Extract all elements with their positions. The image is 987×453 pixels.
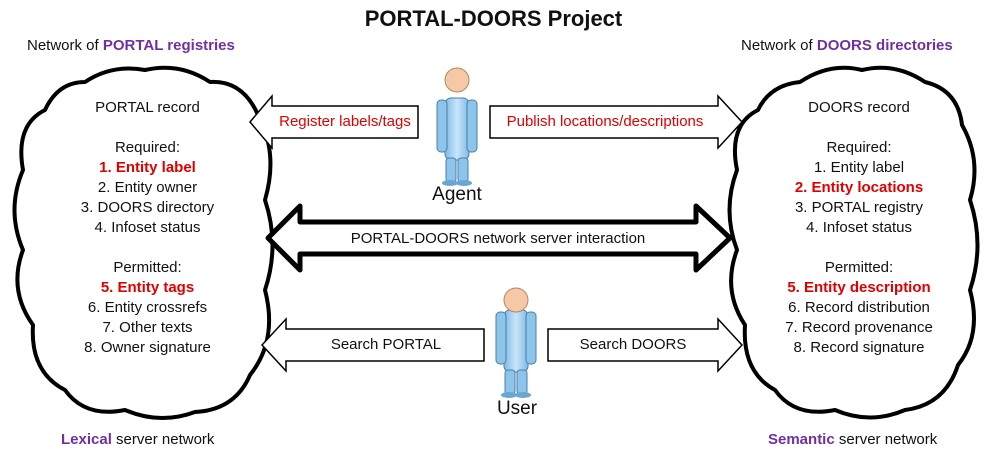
- doors-required-item: 3. PORTAL registry: [748, 198, 970, 218]
- register-arrow: [249, 93, 419, 151]
- item-text: Record signature: [810, 339, 925, 356]
- item-number: 8.: [793, 339, 811, 356]
- portal-permitted-item: 5. Entity tags: [40, 278, 255, 298]
- item-number: 6.: [788, 299, 805, 316]
- doors-required-heading: Required:: [826, 139, 892, 156]
- portal-required-item: 4. Infoset status: [40, 218, 255, 238]
- doors-permitted-heading: Permitted:: [824, 259, 894, 276]
- item-number: 5.: [100, 279, 118, 296]
- search-doors-arrow-label: Search DOORS: [579, 336, 687, 353]
- search-portal-arrow: [260, 317, 485, 373]
- item-number: 4.: [806, 219, 823, 236]
- item-text: Other texts: [119, 319, 193, 336]
- item-text: Infoset status: [111, 219, 201, 236]
- doors-required-item: 1. Entity label: [748, 158, 970, 178]
- item-text: Entity label: [830, 159, 905, 176]
- right-footer-caption: Semantic server network: [768, 431, 938, 448]
- left-network-name: PORTAL registries: [102, 37, 235, 54]
- item-number: 1.: [99, 159, 116, 176]
- interaction-arrow-label: PORTAL-DOORS network server interaction: [350, 230, 646, 247]
- right-network-caption: Network of DOORS directories: [741, 37, 953, 54]
- user-figure-icon: [495, 287, 537, 398]
- doors-permitted-item: 5. Entity description: [748, 278, 970, 298]
- right-network-name: DOORS directories: [816, 37, 953, 54]
- portal-required-item: 1. Entity label: [40, 158, 255, 178]
- register-arrow-label: Register labels/tags: [279, 113, 411, 130]
- item-number: 7.: [785, 319, 802, 336]
- item-number: 2.: [97, 179, 115, 196]
- item-number: 7.: [102, 319, 120, 336]
- item-text: Entity description: [804, 279, 931, 296]
- doors-required-item: 2. Entity locations: [748, 178, 970, 198]
- portal-permitted-item: 6. Entity crossrefs: [40, 298, 255, 318]
- item-text: Entity crossrefs: [104, 299, 208, 316]
- search-portal-arrow-label: Search PORTAL: [330, 336, 442, 353]
- right-cloud-shape: [727, 65, 980, 420]
- portal-permitted-item: 7. Other texts: [40, 318, 255, 338]
- search-doors-arrow: [547, 317, 744, 373]
- item-number: 3.: [794, 199, 812, 216]
- page-title: PORTAL-DOORS Project: [364, 6, 623, 31]
- publish-arrow: [489, 94, 744, 150]
- publish-arrow-label: Publish locations/descriptions: [506, 113, 704, 130]
- item-number: 5.: [787, 279, 804, 296]
- doors-permitted-item: 7. Record provenance: [748, 318, 970, 338]
- left-cloud-shape: [12, 65, 275, 421]
- portal-required-item: 2. Entity owner: [40, 178, 255, 198]
- portal-required-item: 3. DOORS directory: [40, 198, 255, 218]
- item-text: Entity owner: [114, 179, 198, 196]
- agent-label: Agent: [432, 184, 482, 205]
- doors-permitted-item: 6. Record distribution: [748, 298, 970, 318]
- item-number: 6.: [87, 299, 105, 316]
- item-number: 4.: [94, 219, 112, 236]
- doors-record-title: DOORS record: [808, 99, 910, 116]
- user-label: User: [496, 398, 538, 419]
- portal-permitted-item: 8. Owner signature: [40, 338, 255, 358]
- item-text: Record distribution: [804, 299, 930, 316]
- item-number: 2.: [794, 179, 812, 196]
- agent-figure-icon: [436, 67, 478, 186]
- item-text: Entity locations: [811, 179, 924, 196]
- left-network-caption: Network of PORTAL registries: [27, 37, 235, 54]
- item-text: Infoset status: [822, 219, 912, 236]
- portal-permitted-heading: Permitted:: [113, 259, 182, 276]
- interaction-arrow: [265, 203, 733, 273]
- left-footer-caption: Lexical server network: [61, 431, 215, 448]
- item-text: Entity label: [115, 159, 196, 176]
- item-text: Entity tags: [117, 279, 195, 296]
- doors-required-item: 4. Infoset status: [748, 218, 970, 238]
- item-text: PORTAL registry: [811, 199, 924, 216]
- item-text: Record provenance: [801, 319, 933, 336]
- portal-required-heading: Required:: [114, 139, 181, 156]
- item-number: 3.: [80, 199, 98, 216]
- portal-record-title: PORTAL record: [95, 99, 200, 116]
- item-text: Owner signature: [100, 339, 211, 356]
- doors-permitted-item: 8. Record signature: [748, 338, 970, 358]
- item-number: 1.: [813, 159, 831, 176]
- item-number: 8.: [84, 339, 101, 356]
- item-text: DOORS directory: [97, 199, 215, 216]
